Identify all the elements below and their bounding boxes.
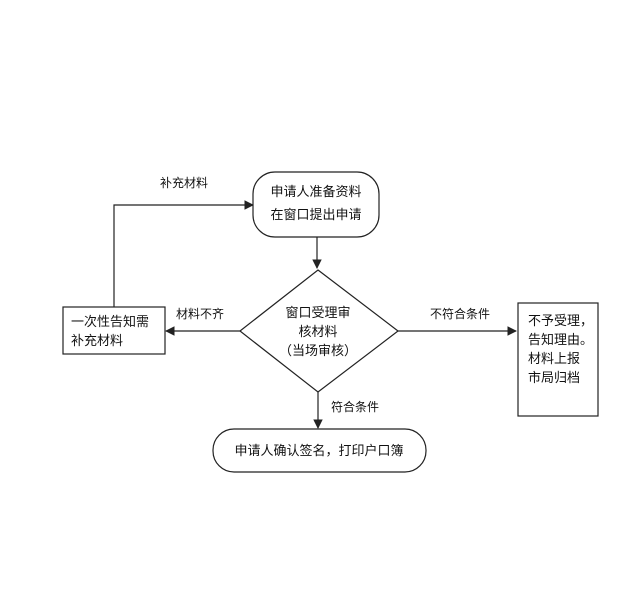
review-decision-line-2: 核材料	[298, 325, 337, 340]
review-decision-line-1: 窗口受理审	[285, 305, 350, 321]
notify-node-line-1: 一次性告知需	[71, 314, 149, 330]
reject-node	[517, 302, 599, 417]
edge-label-supplement: 补充材料	[160, 175, 208, 190]
review-decision-line-3: （当场审核）	[279, 344, 357, 359]
end-node	[212, 428, 427, 473]
edge-label-qualified: 符合条件	[331, 399, 379, 414]
notify-node-line-2: 补充材料	[71, 333, 123, 349]
start-node	[252, 171, 380, 238]
start-node-line-2: 在窗口提出申请	[270, 207, 361, 223]
reject-node-line-1: 不予受理，	[528, 314, 593, 329]
end-node-text: 申请人确认签名，打印户口簿	[234, 443, 403, 459]
edge-label-not-qualified: 不符合条件	[430, 306, 490, 321]
edge-label-incomplete: 材料不齐	[176, 306, 224, 321]
reject-node-line-4: 市局归档	[528, 370, 580, 386]
start-node-line-1: 申请人准备资料	[270, 184, 361, 200]
notify-node	[62, 306, 166, 355]
review-decision	[239, 269, 399, 393]
reject-node-line-2: 告知理由。	[528, 332, 593, 348]
arrow-notify-to-start	[113, 200, 254, 307]
reject-node-line-3: 材料上报	[528, 352, 580, 367]
